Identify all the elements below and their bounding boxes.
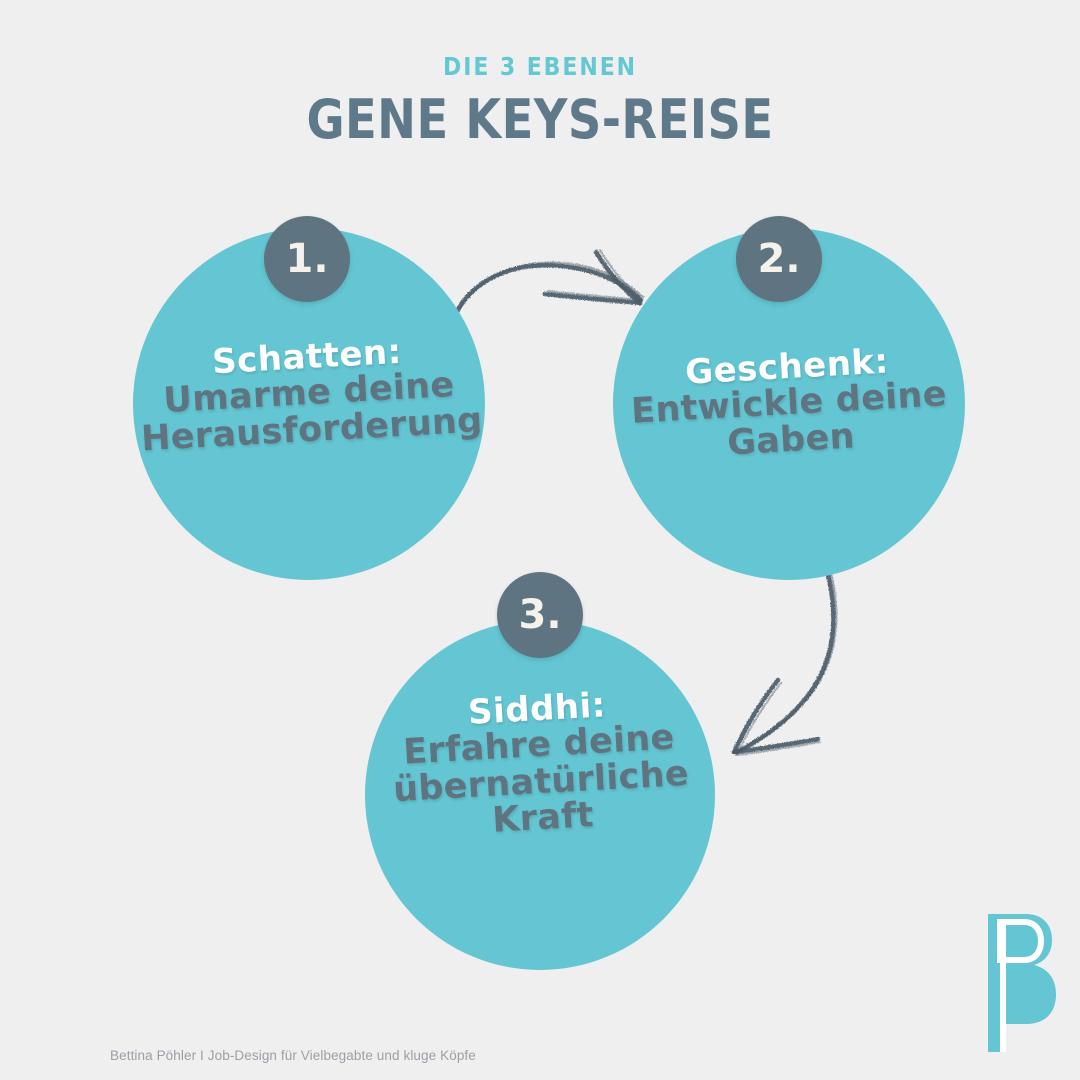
arrow-step1-to-step2 bbox=[449, 249, 645, 325]
step-3-number-badge: 3. bbox=[497, 572, 583, 658]
step-1-label: Schatten: Umarme deine Herausforderung bbox=[136, 331, 483, 459]
step-2-label: Geschenk: Entwickle deine Gaben bbox=[616, 341, 962, 468]
step-3-circle[interactable] bbox=[365, 620, 715, 970]
eyebrow-text: DIE 3 EBENEN bbox=[442, 52, 638, 81]
step-2-number-badge: 2. bbox=[736, 216, 822, 302]
pb-monogram-logo bbox=[988, 914, 1056, 1052]
step-1-number-badge: 1. bbox=[264, 216, 350, 302]
arrow-step2-to-step3 bbox=[731, 556, 838, 756]
step-3-label: Siddhi: Erfahre deine übernatürliche Kra… bbox=[366, 683, 714, 846]
page-title: GENE KEYS-REISE bbox=[306, 88, 774, 151]
footer-credit: Bettina Pöhler I Job-Design für Vielbega… bbox=[110, 1048, 476, 1063]
step-3-body: Erfahre deine übernatürliche Kraft bbox=[392, 717, 690, 841]
